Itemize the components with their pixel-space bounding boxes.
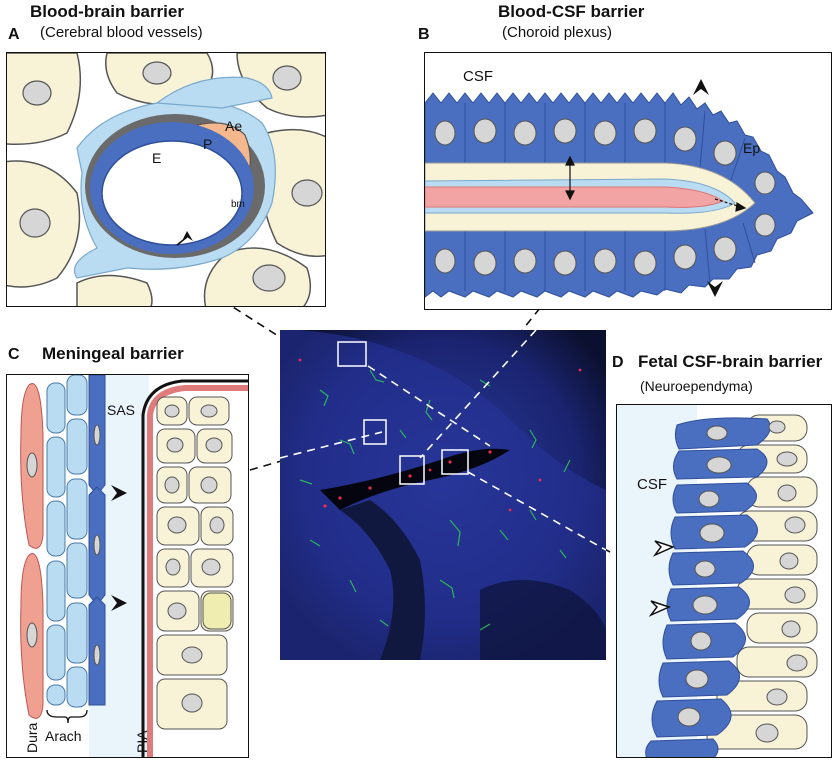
panel-d-letter: D	[612, 354, 624, 371]
micrograph-render	[280, 330, 606, 660]
roi-box-vessel	[363, 419, 387, 445]
panel-c-diagram: SAS Dura Arach PIA	[6, 374, 249, 758]
brain-micrograph	[280, 330, 606, 660]
panel-c-letter: C	[8, 346, 20, 363]
panel-b-title: Blood-CSF barrier	[498, 2, 645, 21]
label-pia: PIA	[134, 730, 150, 753]
panel-b-letter: B	[418, 26, 430, 43]
panel-b-subtitle: (Choroid plexus)	[502, 24, 613, 41]
roi-box-choroid	[399, 455, 425, 485]
panel-a-diagram: Ae P E bm	[6, 52, 326, 307]
label-csf-d: CSF	[637, 476, 667, 493]
panel-d-diagram: CSF	[616, 404, 832, 758]
panel-d-title: Fetal CSF-brain barrier	[638, 352, 823, 371]
panel-a-letter: A	[8, 26, 20, 43]
panel-c-title: Meningeal barrier	[42, 344, 184, 363]
label-arach: Arach	[45, 728, 82, 744]
label-ae: Ae	[225, 118, 242, 134]
neuroependyma-illustration: CSF	[617, 405, 831, 757]
label-bm: bm	[231, 199, 245, 210]
label-csf-b: CSF	[463, 68, 493, 85]
panel-a-subtitle: (Cerebral blood vessels)	[40, 24, 203, 41]
blood-brain-barrier-illustration: Ae P E bm	[7, 53, 325, 306]
panel-a-title: Blood-brain barrier	[30, 2, 184, 21]
label-sas: SAS	[107, 402, 135, 418]
meningeal-barrier-illustration: SAS Dura Arach PIA	[7, 375, 248, 757]
label-p: P	[203, 136, 212, 152]
choroid-plexus-illustration: CSF Ep	[425, 53, 831, 309]
label-dura: Dura	[24, 722, 40, 753]
panel-b-diagram: CSF Ep	[424, 52, 832, 310]
panel-d-subtitle: (Neuroependyma)	[640, 378, 753, 394]
roi-box-ventricle	[441, 449, 469, 475]
label-e: E	[152, 150, 161, 166]
label-ep: Ep	[743, 140, 760, 156]
roi-box-meninges	[337, 341, 367, 367]
